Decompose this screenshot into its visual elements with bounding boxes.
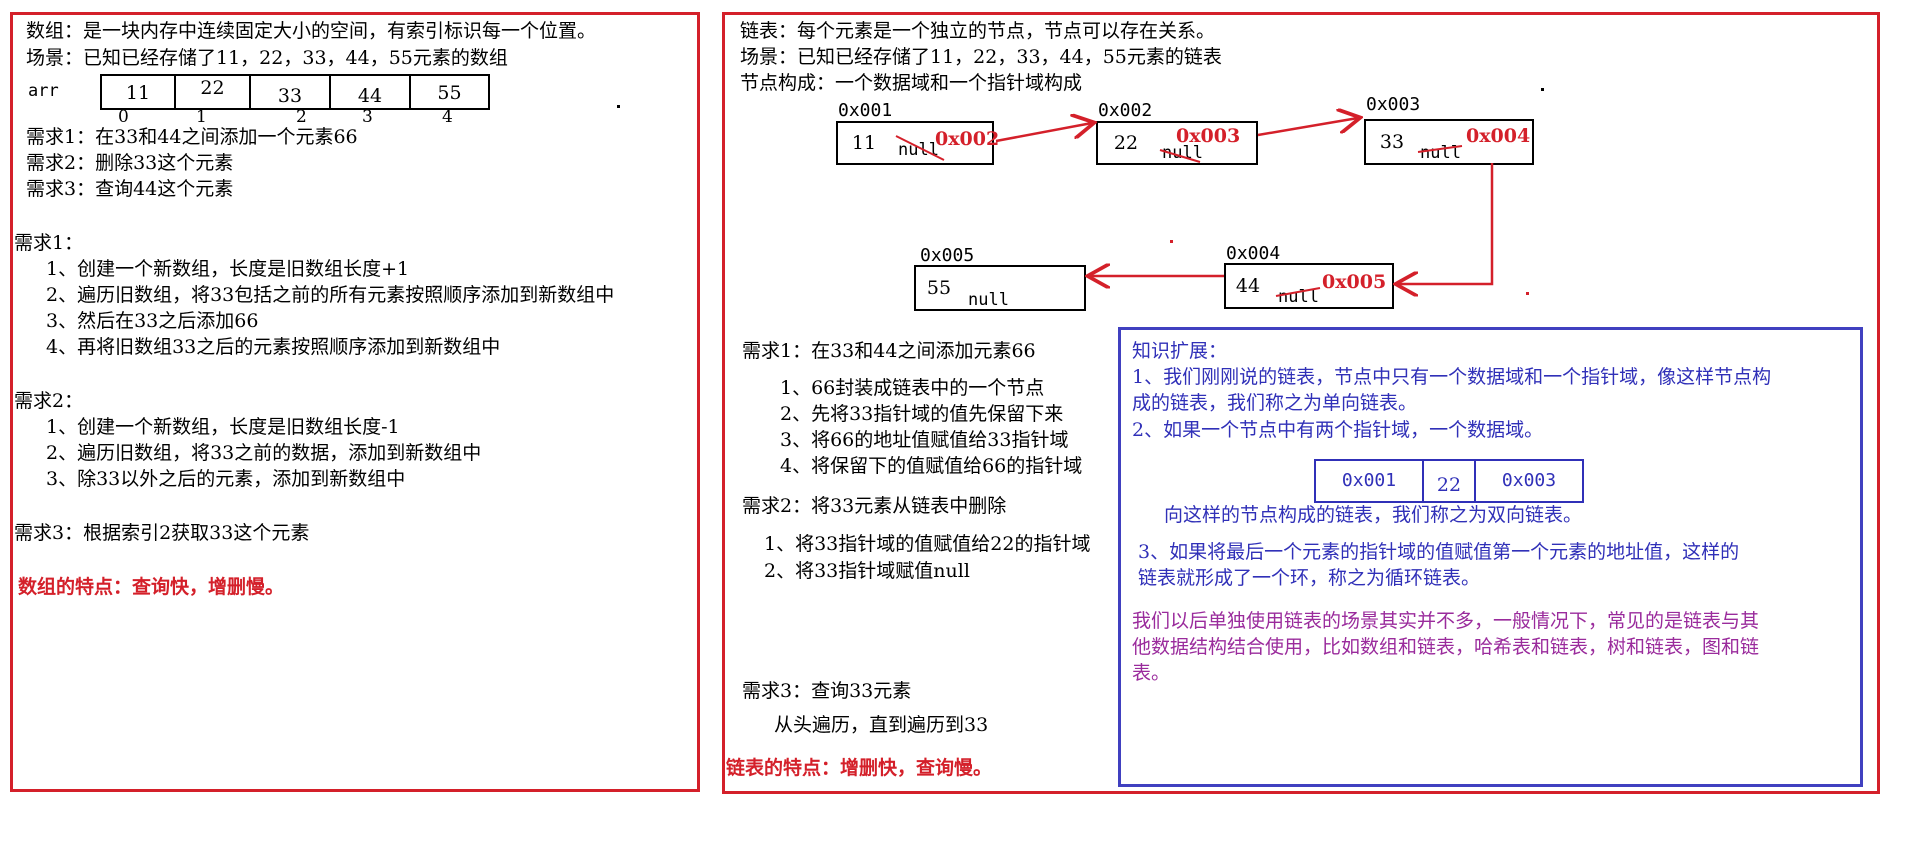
list-definition: 链表：每个元素是一个独立的节点，节点可以存在关系。 xyxy=(740,20,1216,42)
list-r1-step: 2、先将33指针域的值先保留下来 xyxy=(780,403,1064,425)
ext-p1: 成的链表，我们称之为单向链表。 xyxy=(1132,392,1418,414)
list-r1-step: 1、66封装成链表中的一个节点 xyxy=(780,377,1045,399)
array-s1-step: 4、再将旧数组33之后的元素按照顺序添加到新数组中 xyxy=(46,336,501,358)
list-r1-step: 3、将66的地址值赋值给33指针域 xyxy=(780,429,1069,451)
array-cell: 11 xyxy=(102,76,176,108)
list-r3-step: 从头遍历，直到遍历到33 xyxy=(774,714,989,736)
arrow-node1-to-node2 xyxy=(995,123,1092,143)
node-address: 0x001 xyxy=(838,100,893,121)
ext-p4: 他数据结构结合使用，比如数组和链表，哈希表和链表，树和链表，图和链 xyxy=(1132,636,1760,658)
ext-p3: 3、如果将最后一个元素的指针域的值赋值第一个元素的地址值，这样的 xyxy=(1138,541,1740,563)
stray-dot xyxy=(1541,88,1544,91)
array-req2: 需求2：删除33这个元素 xyxy=(26,152,234,174)
list-feature: 链表的特点：增删快，查询慢。 xyxy=(726,757,993,779)
linked-list-panel xyxy=(722,12,1880,794)
ext-p2b: 向这样的节点构成的链表，我们称之为双向链表。 xyxy=(1164,504,1583,526)
list-r2-title: 需求2：将33元素从链表中删除 xyxy=(742,495,1007,517)
node-next-pointer: 0x002 xyxy=(935,128,1000,150)
node-data: 55 xyxy=(926,277,952,299)
node-data: 44 xyxy=(1235,275,1261,297)
list-node: 11 xyxy=(836,121,994,165)
array-cell: 33 xyxy=(251,76,331,108)
ext-p4: 我们以后单独使用链表的场景其实并不多，一般情况下，常见的是链表与其 xyxy=(1132,610,1760,632)
array-s1-step: 2、遍历旧数组，将33包括之前的所有元素按照顺序添加到新数组中 xyxy=(46,284,615,306)
ext-title: 知识扩展： xyxy=(1132,340,1228,362)
node-null: null xyxy=(1162,143,1203,163)
array-index: 0 xyxy=(118,107,129,127)
node-address: 0x004 xyxy=(1226,243,1281,264)
ext-p3: 链表就形成了一个环，称之为循环链表。 xyxy=(1138,567,1481,589)
array-s2-step: 3、除33以外之后的元素，添加到新数组中 xyxy=(46,468,406,490)
array-cell: 44 xyxy=(331,76,411,108)
stray-dot xyxy=(1526,292,1529,295)
arr-label: arr xyxy=(28,81,59,101)
node-address: 0x003 xyxy=(1366,94,1421,115)
null-strike xyxy=(1417,145,1463,153)
array-s1-title: 需求1： xyxy=(14,232,84,254)
null-strike xyxy=(895,135,945,161)
list-node-structure: 节点构成：一个数据域和一个指针域构成 xyxy=(740,72,1083,94)
array-index: 3 xyxy=(362,107,373,127)
next-pointer: 0x003 xyxy=(1501,470,1557,491)
array-feature: 数组的特点：查询快，增删慢。 xyxy=(18,576,285,598)
node-address: 0x002 xyxy=(1098,100,1153,121)
array-s2-step: 1、创建一个新数组，长度是旧数组长度-1 xyxy=(46,416,400,438)
arrow-node3-to-node4 xyxy=(1398,163,1494,284)
array-index: 2 xyxy=(296,107,307,127)
node-null: null xyxy=(898,140,939,160)
node-null: null xyxy=(1278,287,1319,307)
list-r1-title: 需求1：在33和44之间添加元素66 xyxy=(742,340,1036,362)
stray-dot xyxy=(617,105,620,108)
array-s3-line: 需求3：根据索引2获取33这个元素 xyxy=(14,522,310,544)
node-next-pointer: 0x003 xyxy=(1176,125,1241,147)
array-scenario: 场景：已知已经存储了11，22，33，44，55元素的数组 xyxy=(26,47,508,69)
arrow-node2-to-node3 xyxy=(1257,118,1358,137)
prev-pointer: 0x001 xyxy=(1316,461,1424,501)
array-s2-step: 2、遍历旧数组，将33之前的数据，添加到新数组中 xyxy=(46,442,482,464)
array-definition: 数组：是一块内存中连续固定大小的空间，有索引标识每一个位置。 xyxy=(26,20,597,42)
ext-p2: 2、如果一个节点中有两个指针域，一个数据域。 xyxy=(1132,419,1544,441)
list-node: 33 xyxy=(1364,119,1534,165)
array-s2-title: 需求2： xyxy=(14,390,84,412)
node-data: 22 xyxy=(1424,461,1476,501)
list-r1-step: 4、将保留下的值赋值给66的指针域 xyxy=(780,455,1083,477)
stray-dot xyxy=(1170,240,1173,243)
node-next-pointer: 0x005 xyxy=(1322,271,1387,293)
list-scenario: 场景：已知已经存储了11，22，33，44，55元素的链表 xyxy=(740,46,1222,68)
null-strike xyxy=(1159,149,1201,163)
array-s1-step: 3、然后在33之后添加66 xyxy=(46,310,259,332)
array-req1: 需求1：在33和44之间添加一个元素66 xyxy=(26,126,358,148)
ext-p1: 1、我们刚刚说的链表，节点中只有一个数据域和一个指针域，像这样节点构 xyxy=(1132,366,1772,388)
list-r3-title: 需求3：查询33元素 xyxy=(742,680,912,702)
node-null: null xyxy=(968,290,1009,310)
node-data: 11 xyxy=(851,132,877,154)
knowledge-extension-panel xyxy=(1118,327,1863,787)
ext-p4: 表。 xyxy=(1132,662,1171,684)
array-req3: 需求3：查询44这个元素 xyxy=(26,178,234,200)
array-cell: 55 xyxy=(437,82,462,104)
node-data: 22 xyxy=(1113,132,1139,154)
node-next-pointer: 0x004 xyxy=(1466,125,1531,147)
doubly-linked-node: 0x001 22 0x003 xyxy=(1314,459,1584,503)
null-strike xyxy=(1275,287,1321,297)
node-data: 33 xyxy=(1379,131,1405,153)
node-address: 0x005 xyxy=(920,245,975,266)
array-index: 4 xyxy=(442,107,453,127)
array-s1-step: 1、创建一个新数组，长度是旧数组长度+1 xyxy=(46,258,410,280)
array-index: 1 xyxy=(196,107,207,127)
array-panel xyxy=(10,12,700,792)
list-node: 22 xyxy=(1096,121,1258,165)
list-r2-step: 1、将33指针域的值赋值给22的指针域 xyxy=(764,533,1091,555)
array-box: 11 22 33 44 55 xyxy=(100,74,490,110)
array-cell: 22 xyxy=(176,76,251,108)
list-r2-step: 2、将33指针域赋值null xyxy=(764,560,970,582)
